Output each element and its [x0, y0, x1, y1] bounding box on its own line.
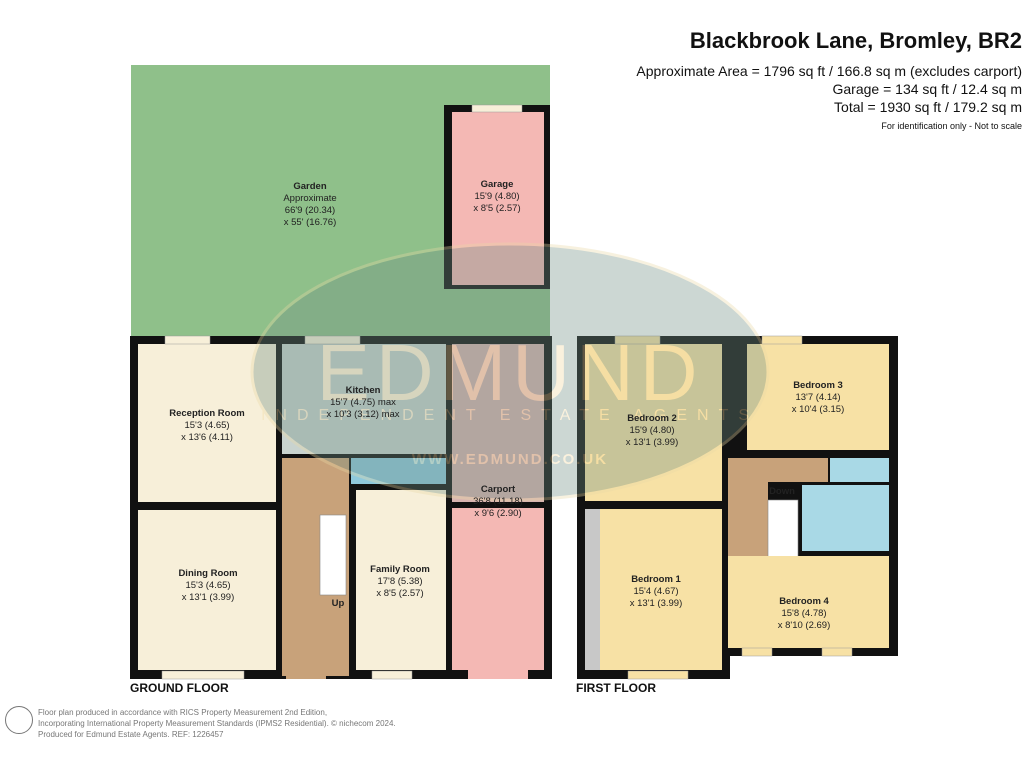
- bathroom-main: [802, 485, 889, 551]
- footer-notes: Floor plan produced in accordance with R…: [38, 707, 396, 740]
- garden-dim1: 66'9 (20.34): [285, 205, 335, 216]
- bedroom-2-dim2: x 13'1 (3.99): [626, 437, 679, 448]
- kitchen-dim2: x 10'3 (3.12) max: [326, 409, 399, 420]
- dining-dim1: 15'3 (4.65): [185, 580, 230, 591]
- bedroom-3-dim1: 13'7 (4.14): [795, 392, 840, 403]
- svg-text:INDEPENDENT ESTATE AGENTS: INDEPENDENT ESTATE AGENTS: [261, 407, 759, 424]
- wc-room: [351, 458, 446, 484]
- garage-dim2: x 8'5 (2.57): [473, 203, 520, 214]
- carport-doors: [468, 670, 528, 679]
- family-dim1: 17'8 (5.38): [377, 576, 422, 587]
- bedroom-1-label: Bedroom 1: [631, 574, 681, 585]
- bedroom-1-room: [585, 509, 722, 670]
- garden-label: Garden: [293, 181, 326, 192]
- carport-area-lower: [452, 508, 544, 670]
- window: [627, 670, 689, 680]
- garage-label: Garage: [481, 179, 514, 190]
- footer-line: Produced for Edmund Estate Agents. REF: …: [38, 730, 224, 739]
- bedroom-3-dim2: x 10'4 (3.15): [792, 404, 845, 415]
- approximate-area: Approximate Area = 1796 sq ft / 166.8 sq…: [636, 63, 1022, 79]
- bedroom-2-label: Bedroom 2: [627, 413, 677, 424]
- bedroom-4-label: Bedroom 4: [779, 596, 829, 607]
- wardrobe: [585, 509, 600, 670]
- dining-dim2: x 13'1 (3.99): [182, 592, 235, 603]
- footer-line: Incorporating International Property Mea…: [38, 719, 396, 728]
- dining-label: Dining Room: [178, 568, 237, 579]
- garage-area: Garage = 134 sq ft / 12.4 sq m: [832, 81, 1023, 97]
- carport-area: [452, 344, 544, 502]
- total-area: Total = 1930 sq ft / 179.2 sq m: [834, 99, 1022, 115]
- reception-label: Reception Room: [169, 408, 244, 419]
- kitchen-label: Kitchen: [346, 385, 381, 396]
- carport-dim2: x 9'6 (2.90): [474, 508, 521, 519]
- window: [161, 670, 245, 680]
- window: [821, 647, 853, 657]
- ground-floor-label: GROUND FLOOR: [130, 681, 229, 695]
- garden-dim2: x 55' (16.76): [284, 217, 337, 228]
- window: [371, 670, 413, 680]
- svg-text:WWW.EDMUND.CO.UK: WWW.EDMUND.CO.UK: [412, 451, 608, 468]
- bedroom-1-dim1: 15'4 (4.67): [633, 586, 678, 597]
- family-dim2: x 8'5 (2.57): [376, 588, 423, 599]
- garage-dim1: 15'9 (4.80): [474, 191, 519, 202]
- footer-line: Floor plan produced in accordance with R…: [38, 708, 328, 717]
- property-title: Blackbrook Lane, Bromley, BR2: [689, 28, 1022, 53]
- garden-note: Approximate: [283, 193, 336, 204]
- kitchen-dim1: 15'7 (4.75) max: [330, 397, 396, 408]
- reception-room: [138, 344, 276, 502]
- window: [614, 335, 661, 345]
- bedroom-4-dim1: 15'8 (4.78): [781, 608, 826, 619]
- bedroom-3-room: [747, 344, 889, 450]
- reception-dim2: x 13'6 (4.11): [181, 432, 233, 443]
- cut-out: [730, 656, 900, 681]
- stairs-up-label: Up: [332, 598, 345, 609]
- door-opening: [286, 662, 326, 679]
- garage-door: [471, 104, 523, 113]
- carport-label: Carport: [481, 484, 516, 495]
- svg-text:EDMUND: EDMUND: [316, 328, 703, 417]
- bedroom-3-label: Bedroom 3: [793, 380, 843, 391]
- bedroom-4-room: [728, 556, 889, 648]
- window: [164, 335, 211, 345]
- bedroom-1-dim2: x 13'1 (3.99): [630, 598, 683, 609]
- bedroom-2-room: [585, 344, 722, 501]
- staircase: [319, 514, 347, 596]
- person-icon: [5, 706, 33, 734]
- landing: [728, 458, 828, 482]
- window: [304, 335, 361, 345]
- bedroom-4-dim2: x 8'10 (2.69): [778, 620, 831, 631]
- window: [761, 335, 803, 345]
- edmund-watermark-logo: EDMUND INDEPENDENT ESTATE AGENTS WWW.EDM…: [250, 242, 770, 502]
- reception-dim1: 15'3 (4.65): [184, 420, 229, 431]
- window: [741, 647, 773, 657]
- disclaimer: For identification only - Not to scale: [881, 121, 1022, 131]
- dining-room: [138, 510, 276, 670]
- first-floor-label: FIRST FLOOR: [576, 681, 656, 695]
- kitchen-room: [282, 344, 446, 454]
- family-room: [356, 490, 446, 670]
- carport-dim1: 36'8 (11.18): [473, 496, 523, 507]
- garage-room: [452, 112, 544, 285]
- family-label: Family Room: [370, 564, 430, 575]
- bedroom-2-dim1: 15'9 (4.80): [629, 425, 674, 436]
- stairs-down-label: Down: [769, 486, 795, 497]
- bathroom: [830, 458, 889, 482]
